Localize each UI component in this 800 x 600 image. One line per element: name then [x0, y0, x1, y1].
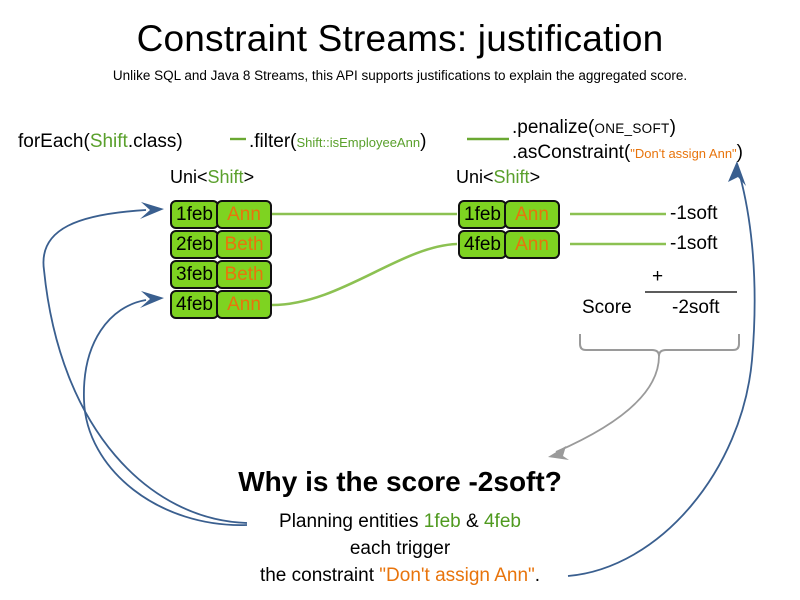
code-foreach-suffix: .class): [127, 131, 183, 152]
sum-operator: +: [652, 266, 664, 287]
explanation-constraint-name: "Don't assign Ann": [379, 565, 535, 586]
code-penalize-suffix: ): [669, 117, 676, 138]
stream-label-left-suffix: >: [243, 167, 255, 187]
code-penalize-method: .penalize(: [512, 117, 595, 138]
explanation-question: Why is the score -2soft?: [238, 466, 562, 497]
explanation-entity-b: 4feb: [483, 511, 521, 532]
code-asconstraint-method: .asConstraint(: [512, 142, 631, 163]
explanation-line-3-prefix: the constraint: [259, 565, 380, 586]
entity-row-left-3[interactable]: 4feb Ann: [170, 290, 272, 319]
entity-date: 4feb: [170, 290, 219, 319]
entity-date: 3feb: [170, 260, 219, 289]
entity-row-left-1[interactable]: 2feb Beth: [170, 230, 272, 259]
stream-label-right: Uni<Shift>: [456, 167, 540, 188]
penalty-value-1: -1soft: [670, 203, 718, 224]
code-filter-method: .filter(: [249, 131, 297, 152]
entity-row-right-0[interactable]: 1feb Ann: [458, 200, 560, 229]
entity-date: 2feb: [170, 230, 219, 259]
code-asconstraint: .asConstraint("Don't assign Ann"): [512, 142, 743, 164]
entity-date: 1feb: [170, 200, 219, 229]
stream-label-right-suffix: >: [529, 167, 541, 187]
code-asconstraint-arg: "Don't assign Ann": [630, 146, 737, 161]
stream-label-left-prefix: Uni<: [170, 167, 208, 187]
code-filter-suffix: ): [420, 131, 427, 152]
entity-employee: Beth: [216, 230, 272, 259]
code-foreach: forEach(Shift.class): [18, 131, 183, 153]
code-penalize: .penalize(ONE_SOFT): [512, 117, 676, 139]
code-filter: .filter(Shift::isEmployeeAnn): [249, 131, 426, 153]
score-label: Score: [582, 297, 632, 318]
entity-row-right-1[interactable]: 4feb Ann: [458, 230, 560, 259]
score-total: -2soft: [672, 297, 720, 318]
code-penalize-arg: ONE_SOFT: [594, 121, 670, 136]
entity-row-left-2[interactable]: 3feb Beth: [170, 260, 272, 289]
stream-label-right-type: Shift: [493, 167, 530, 187]
entity-employee: Ann: [504, 200, 560, 229]
score-brace: [579, 334, 740, 357]
justification-arrow-4feb-head: [140, 291, 164, 308]
entity-row-left-0[interactable]: 1feb Ann: [170, 200, 272, 229]
match-line-4feb: [271, 242, 458, 307]
slide-title: Constraint Streams: justification: [136, 18, 664, 59]
entity-employee: Beth: [216, 260, 272, 289]
explanation-line-3: the constraint "Don't assign Ann".: [0, 565, 800, 587]
sum-rule: [645, 291, 737, 293]
brace-arrow-curve: [555, 355, 660, 453]
entity-date: 1feb: [458, 200, 507, 229]
code-foreach-method: forEach(: [18, 131, 90, 152]
explanation-entity-a: 1feb: [423, 511, 461, 532]
penalty-value-2: -1soft: [670, 233, 718, 254]
slide-subtitle: Unlike SQL and Java 8 Streams, this API …: [112, 68, 688, 83]
entity-employee: Ann: [216, 200, 272, 229]
brace-arrow-head: [548, 446, 569, 460]
stream-label-left-type: Shift: [207, 167, 244, 187]
entity-employee: Ann: [216, 290, 272, 319]
constraint-arrow-head: [728, 161, 746, 186]
explanation-amp: &: [460, 511, 484, 532]
explanation-line-1-prefix: Planning entities: [279, 511, 424, 532]
entity-employee: Ann: [504, 230, 560, 259]
stream-label-right-prefix: Uni<: [456, 167, 494, 187]
explanation-line-2: each trigger: [349, 538, 451, 559]
justification-arrow-1feb-head: [140, 202, 164, 219]
code-filter-arg: Shift::isEmployeeAnn: [296, 135, 421, 150]
code-asconstraint-suffix: ): [736, 142, 743, 163]
stream-label-left: Uni<Shift>: [170, 167, 254, 188]
explanation-line-1: Planning entities 1feb & 4feb: [0, 511, 800, 533]
code-foreach-type: Shift: [89, 131, 128, 152]
explanation-line-3-suffix: .: [534, 565, 541, 586]
entity-date: 4feb: [458, 230, 507, 259]
